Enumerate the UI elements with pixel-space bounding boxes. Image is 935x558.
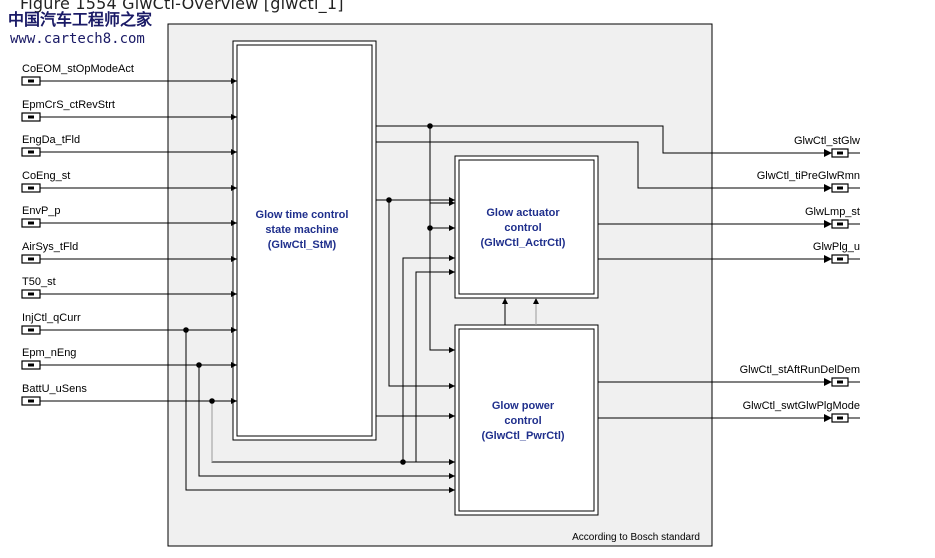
input-label: Epm_nEng <box>22 347 76 359</box>
input-label: EnvP_p <box>22 205 61 217</box>
input-label: InjCtl_qCurr <box>22 312 81 324</box>
output-port-glwplg-u: GlwPlg_u <box>813 241 860 264</box>
footer-note: According to Bosch standard <box>572 532 700 543</box>
input-port-battu-usens: BattU_uSens <box>21 383 237 406</box>
output-arrow-icon <box>824 184 832 192</box>
input-port-airsys-tfld: AirSys_tFld <box>21 241 237 264</box>
block-power-line-1: Glow power <box>492 400 555 412</box>
output-label: GlwCtl_swtGlwPlgMode <box>743 400 860 412</box>
output-label: GlwPlg_u <box>813 241 860 253</box>
block-state-machine-line-3: (GlwCtl_StM) <box>268 239 337 251</box>
input-label: CoEOM_stOpModeAct <box>22 63 134 75</box>
output-label: GlwCtl_tiPreGlwRmn <box>757 170 860 182</box>
block-actuator-line-1: Glow actuator <box>486 207 560 219</box>
output-port-glwctl-tipreglwrmn: GlwCtl_tiPreGlwRmn <box>757 170 860 193</box>
watermark-url: www.cartech8.com <box>10 31 145 47</box>
watermark-chinese: 中国汽车工程师之家 <box>8 10 153 29</box>
input-label: CoEng_st <box>22 170 70 182</box>
output-port-glwctl-swtglwplgmode: GlwCtl_swtGlwPlgMode <box>743 400 860 423</box>
block-power-line-3: (GlwCtl_PwrCtl) <box>481 430 564 442</box>
output-port-glwlmp-st: GlwLmp_st <box>805 206 860 229</box>
output-arrow-icon <box>824 378 832 386</box>
input-label: EpmCrS_ctRevStrt <box>22 99 115 111</box>
input-port-t50-st: T50_st <box>21 276 237 299</box>
input-port-coeng-st: CoEng_st <box>21 170 237 193</box>
output-label: GlwCtl_stAftRunDelDem <box>740 364 860 376</box>
block-power-line-2: control <box>504 415 541 427</box>
input-label: AirSys_tFld <box>22 241 78 253</box>
output-arrow-icon <box>824 255 832 263</box>
input-port-engda-tfld: EngDa_tFld <box>21 134 237 157</box>
input-label: T50_st <box>22 276 56 288</box>
block-actuator-control: Glow actuator control (GlwCtl_ActrCtl) <box>454 155 599 299</box>
input-port-coeom-stopmodeact: CoEOM_stOpModeAct <box>21 63 237 86</box>
block-actuator-line-2: control <box>504 222 541 234</box>
output-arrow-icon <box>824 414 832 422</box>
block-state-machine-line-1: Glow time control <box>256 209 349 221</box>
input-port-injctl-qcurr: InjCtl_qCurr <box>21 312 237 335</box>
output-arrow-icon <box>824 149 832 157</box>
input-port-epmcrs-ctrevstrt: EpmCrS_ctRevStrt <box>21 99 237 122</box>
output-ports: GlwCtl_stGlwGlwCtl_tiPreGlwRmnGlwLmp_stG… <box>740 135 860 423</box>
input-ports: CoEOM_stOpModeActEpmCrS_ctRevStrtEngDa_t… <box>21 63 237 406</box>
block-state-machine: Glow time control state machine (GlwCtl_… <box>232 40 377 441</box>
input-port-epm-neng: Epm_nEng <box>21 347 237 370</box>
output-port-glwctl-stglw: GlwCtl_stGlw <box>794 135 860 158</box>
input-label: BattU_uSens <box>22 383 87 395</box>
input-port-envp-p: EnvP_p <box>21 205 237 228</box>
block-state-machine-line-2: state machine <box>265 224 338 236</box>
block-actuator-line-3: (GlwCtl_ActrCtl) <box>481 237 566 249</box>
output-label: GlwCtl_stGlw <box>794 135 860 147</box>
figure-title: Figure 1554 GlwCtl-Overview [glwctl_1] <box>20 0 344 13</box>
output-port-glwctl-staftrundeldem: GlwCtl_stAftRunDelDem <box>740 364 860 387</box>
output-arrow-icon <box>824 220 832 228</box>
input-label: EngDa_tFld <box>22 134 80 146</box>
block-power-control: Glow power control (GlwCtl_PwrCtl) <box>454 324 599 516</box>
output-label: GlwLmp_st <box>805 206 860 218</box>
